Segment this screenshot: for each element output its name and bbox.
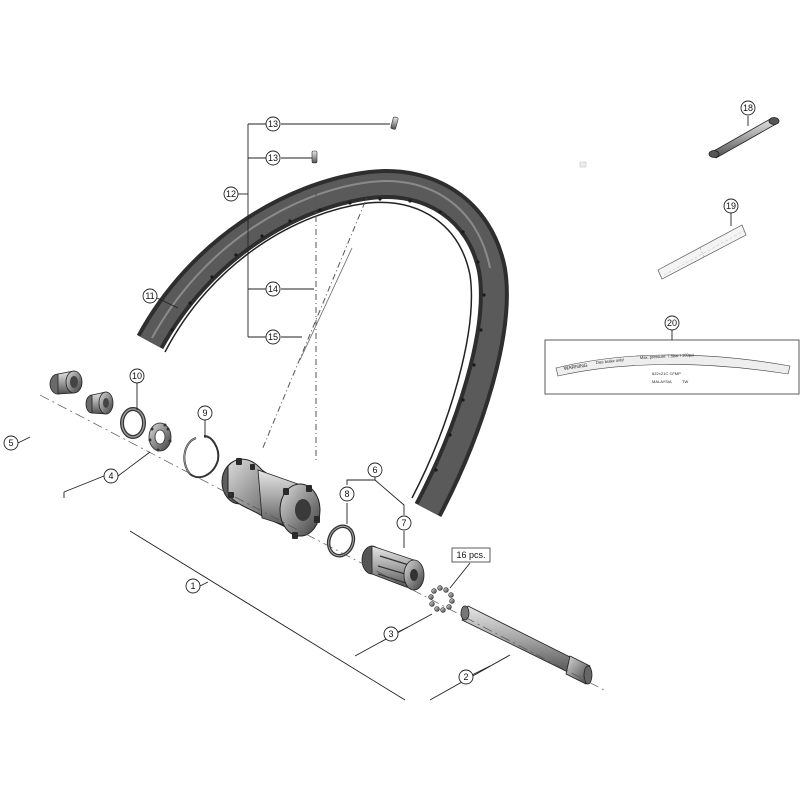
decal-line1: Disc brake only!: [596, 357, 625, 365]
callout-8: 8: [339, 486, 355, 502]
spoke-nipple-upper: [390, 116, 399, 130]
left-spacer: [85, 391, 114, 415]
svg-text:1: 1: [190, 581, 195, 591]
freehub-body: [361, 545, 425, 591]
callout-14: 14: [265, 281, 281, 297]
o-ring: [326, 524, 356, 558]
decal-line2: Max. pressure: 7.5bar / 109psi: [640, 352, 694, 360]
rim-spoke-holes: [170, 197, 486, 472]
snap-ring: [183, 435, 220, 479]
rim: [136, 169, 509, 517]
axle-centerline: [39, 394, 605, 691]
svg-text:15: 15: [268, 332, 278, 342]
svg-text:11: 11: [145, 291, 154, 301]
hub-body: [221, 458, 321, 539]
callout-4: 4: [103, 468, 119, 484]
bearing: [148, 422, 172, 452]
callout-20: 20: [664, 315, 680, 331]
svg-text:6: 6: [372, 465, 377, 475]
svg-text:18: 18: [743, 103, 753, 113]
callout-9: 9: [197, 405, 213, 421]
callout-7: 7: [396, 515, 412, 531]
decal-mark: TW: [682, 379, 688, 384]
svg-text:7: 7: [401, 518, 406, 528]
leader-lines: [17, 116, 749, 701]
svg-text:12: 12: [226, 189, 236, 199]
svg-text:14: 14: [268, 284, 278, 294]
svg-text:3: 3: [388, 629, 393, 639]
svg-text:19: 19: [726, 201, 736, 211]
callout-6: 6: [367, 462, 383, 478]
spoke-nipple-lower: [311, 150, 318, 164]
quantity-label-text: 16 pcs.: [456, 550, 485, 560]
seal-ring: [120, 407, 146, 439]
rim-tape: [657, 224, 747, 280]
callout-5: 5: [3, 435, 19, 451]
svg-text:9: 9: [202, 408, 207, 418]
bearing-balls: [428, 585, 455, 613]
svg-text:2: 2: [463, 672, 468, 682]
spokes: [261, 189, 371, 460]
decal-size: 622×21C CFMP: [652, 371, 681, 376]
svg-text:13: 13: [268, 119, 278, 129]
left-end-cap: [49, 370, 83, 395]
callout-10: 10: [129, 368, 145, 384]
callout-15: 15: [265, 329, 281, 345]
spoke-wrench: [708, 117, 780, 159]
callout-3: 3: [383, 626, 399, 642]
callout-11: 11: [142, 288, 158, 304]
svg-text:13: 13: [268, 153, 278, 163]
callout-12: 12: [223, 186, 239, 202]
callout-1: 1: [185, 578, 201, 594]
callout-2: 2: [458, 669, 474, 685]
callout-19: 19: [723, 198, 739, 214]
svg-text:8: 8: [344, 489, 349, 499]
axle: [460, 605, 593, 685]
callout-18: 18: [740, 100, 756, 116]
small-mark: [579, 161, 587, 168]
callout-13b: 13: [265, 150, 281, 166]
rim-decal-panel: WARNING Disc brake only! Max. pressure: …: [544, 339, 800, 395]
svg-text:4: 4: [108, 471, 113, 481]
decal-warning: WARNING: [563, 363, 588, 372]
quantity-label: 16 pcs.: [451, 547, 491, 563]
callouts: 13 13 12 14 15 11 10 9 5 4 6 8 7 1 3 2 1…: [3, 100, 756, 685]
svg-text:20: 20: [667, 318, 677, 328]
svg-text:10: 10: [132, 371, 142, 381]
callout-13a: 13: [265, 116, 281, 132]
decal-origin: MALAYSIA: [652, 379, 672, 384]
svg-text:5: 5: [8, 438, 13, 448]
